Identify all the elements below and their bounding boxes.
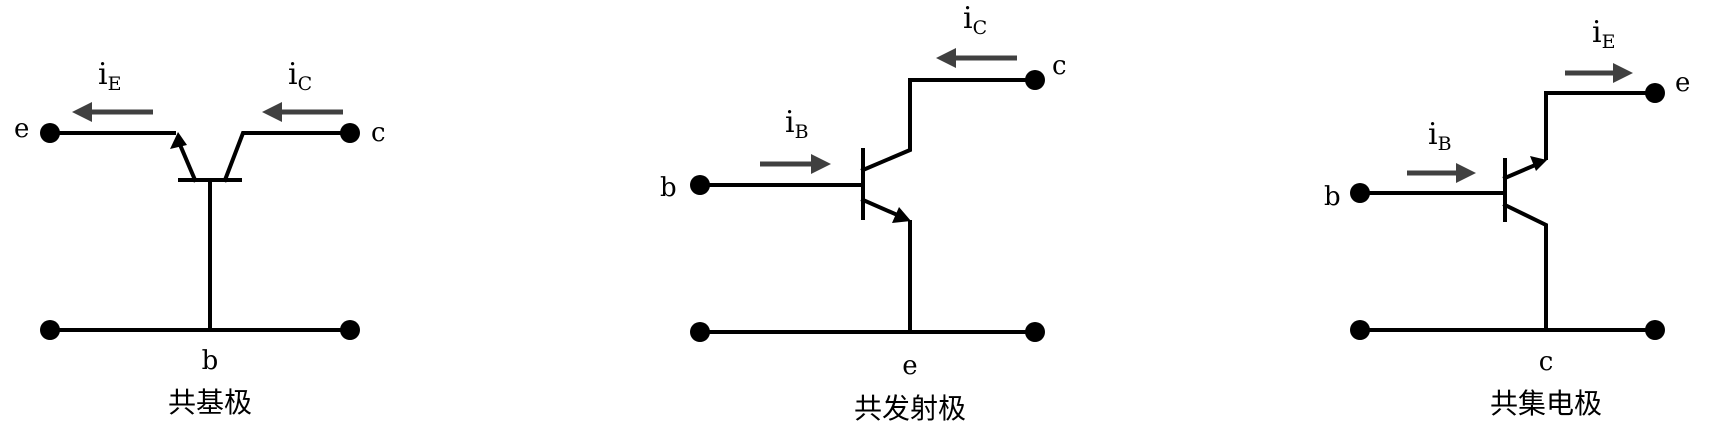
emitter-arrow [170, 132, 187, 149]
emitter-wire [1544, 91, 1657, 160]
transistor-symbol [48, 131, 352, 332]
common-base-circuit: iE iC e c b 共基极 [14, 57, 386, 419]
current-arrow-ic [936, 48, 1017, 68]
terminal-label-e: e [14, 114, 29, 144]
current-label-ic: iC [288, 57, 312, 95]
emitter-diagonal [175, 137, 198, 183]
terminal-c-dot [1025, 70, 1045, 90]
current-arrow-ib [760, 154, 831, 174]
caption-common-emitter: 共发射极 [854, 392, 966, 424]
current-arrow-ie [1565, 63, 1633, 83]
bottom-right-dot [1025, 322, 1045, 342]
common-emitter-circuit: iB iC b c e 共发射极 [660, 1, 1067, 424]
current-label-ib: iB [785, 105, 809, 143]
terminal-label-c: c [1539, 347, 1554, 377]
current-label-ic: iC [963, 1, 987, 39]
bottom-right-dot [1645, 320, 1665, 340]
current-arrow-ie [72, 102, 153, 122]
collector-wire [1502, 202, 1548, 332]
caption-common-base: 共基极 [168, 386, 252, 419]
terminal-c-dot [340, 123, 360, 143]
bottom-left-dot [1350, 320, 1370, 340]
terminal-b-dot [1350, 183, 1370, 203]
terminal-e-dot [40, 123, 60, 143]
current-label-ie: iE [1592, 15, 1615, 53]
emitter-diagonal [860, 197, 905, 220]
bottom-left-dot [40, 320, 60, 340]
transistor-symbol [1358, 91, 1657, 332]
current-label-ie: iE [98, 57, 121, 95]
terminal-label-c: c [1052, 51, 1067, 81]
terminal-label-e: e [1675, 68, 1690, 98]
transistor-symbol [698, 78, 1037, 334]
bottom-right-dot [340, 320, 360, 340]
emitter-arrow [1530, 156, 1547, 171]
bottom-left-dot [690, 322, 710, 342]
collector-wire [222, 131, 352, 183]
terminal-label-b: b [1324, 182, 1341, 212]
current-label-ib: iB [1428, 117, 1452, 155]
terminal-label-c: c [371, 118, 386, 148]
collector-wire [860, 78, 1037, 173]
emitter-arrow [892, 207, 911, 223]
terminal-label-b: b [202, 346, 219, 376]
caption-common-collector: 共集电极 [1490, 387, 1602, 420]
common-collector-circuit: iB iE b e c 共集电极 [1324, 15, 1690, 420]
terminal-label-b: b [660, 173, 677, 203]
terminal-e-dot [1645, 83, 1665, 103]
terminal-b-dot [690, 175, 710, 195]
terminal-label-e: e [902, 351, 917, 381]
current-arrow-ib [1407, 163, 1476, 183]
current-arrow-ic [262, 102, 343, 122]
